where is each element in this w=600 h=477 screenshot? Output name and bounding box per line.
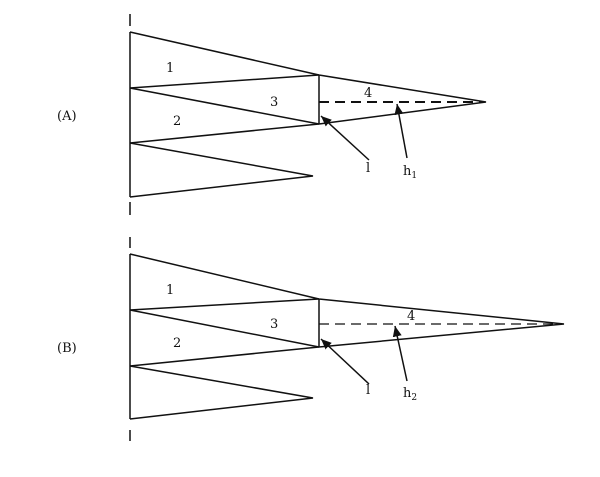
edge [129, 309, 320, 348]
region-1: 1 [166, 61, 174, 76]
arrow-h1 [394, 103, 408, 159]
outer-wedge [129, 253, 565, 367]
l-label: l [366, 383, 370, 398]
h-label: h2 [403, 386, 417, 403]
arrow-l [320, 115, 370, 161]
region-4: 4 [407, 309, 415, 324]
arrow-l [320, 338, 370, 385]
lower-wedge [129, 142, 314, 198]
l-label: l [366, 161, 370, 176]
lower-wedge [129, 365, 314, 420]
panel-b: (B) 1 2 3 4 l h2 [57, 237, 565, 441]
region-1: 1 [166, 283, 174, 298]
h-label: h1 [403, 164, 417, 181]
outer-wedge [129, 31, 487, 144]
arrow-h2 [392, 325, 408, 382]
edge [129, 298, 320, 311]
region-3: 3 [270, 95, 278, 110]
panel-label: (A) [57, 109, 77, 124]
panel-a: (A) 1 2 3 4 l h1 [57, 14, 487, 215]
panel-label: (B) [57, 341, 77, 356]
region-2: 2 [173, 336, 181, 351]
region-4: 4 [364, 86, 372, 101]
edge [129, 74, 320, 89]
edge [129, 87, 320, 125]
region-2: 2 [173, 114, 181, 129]
region-3: 3 [270, 317, 278, 332]
